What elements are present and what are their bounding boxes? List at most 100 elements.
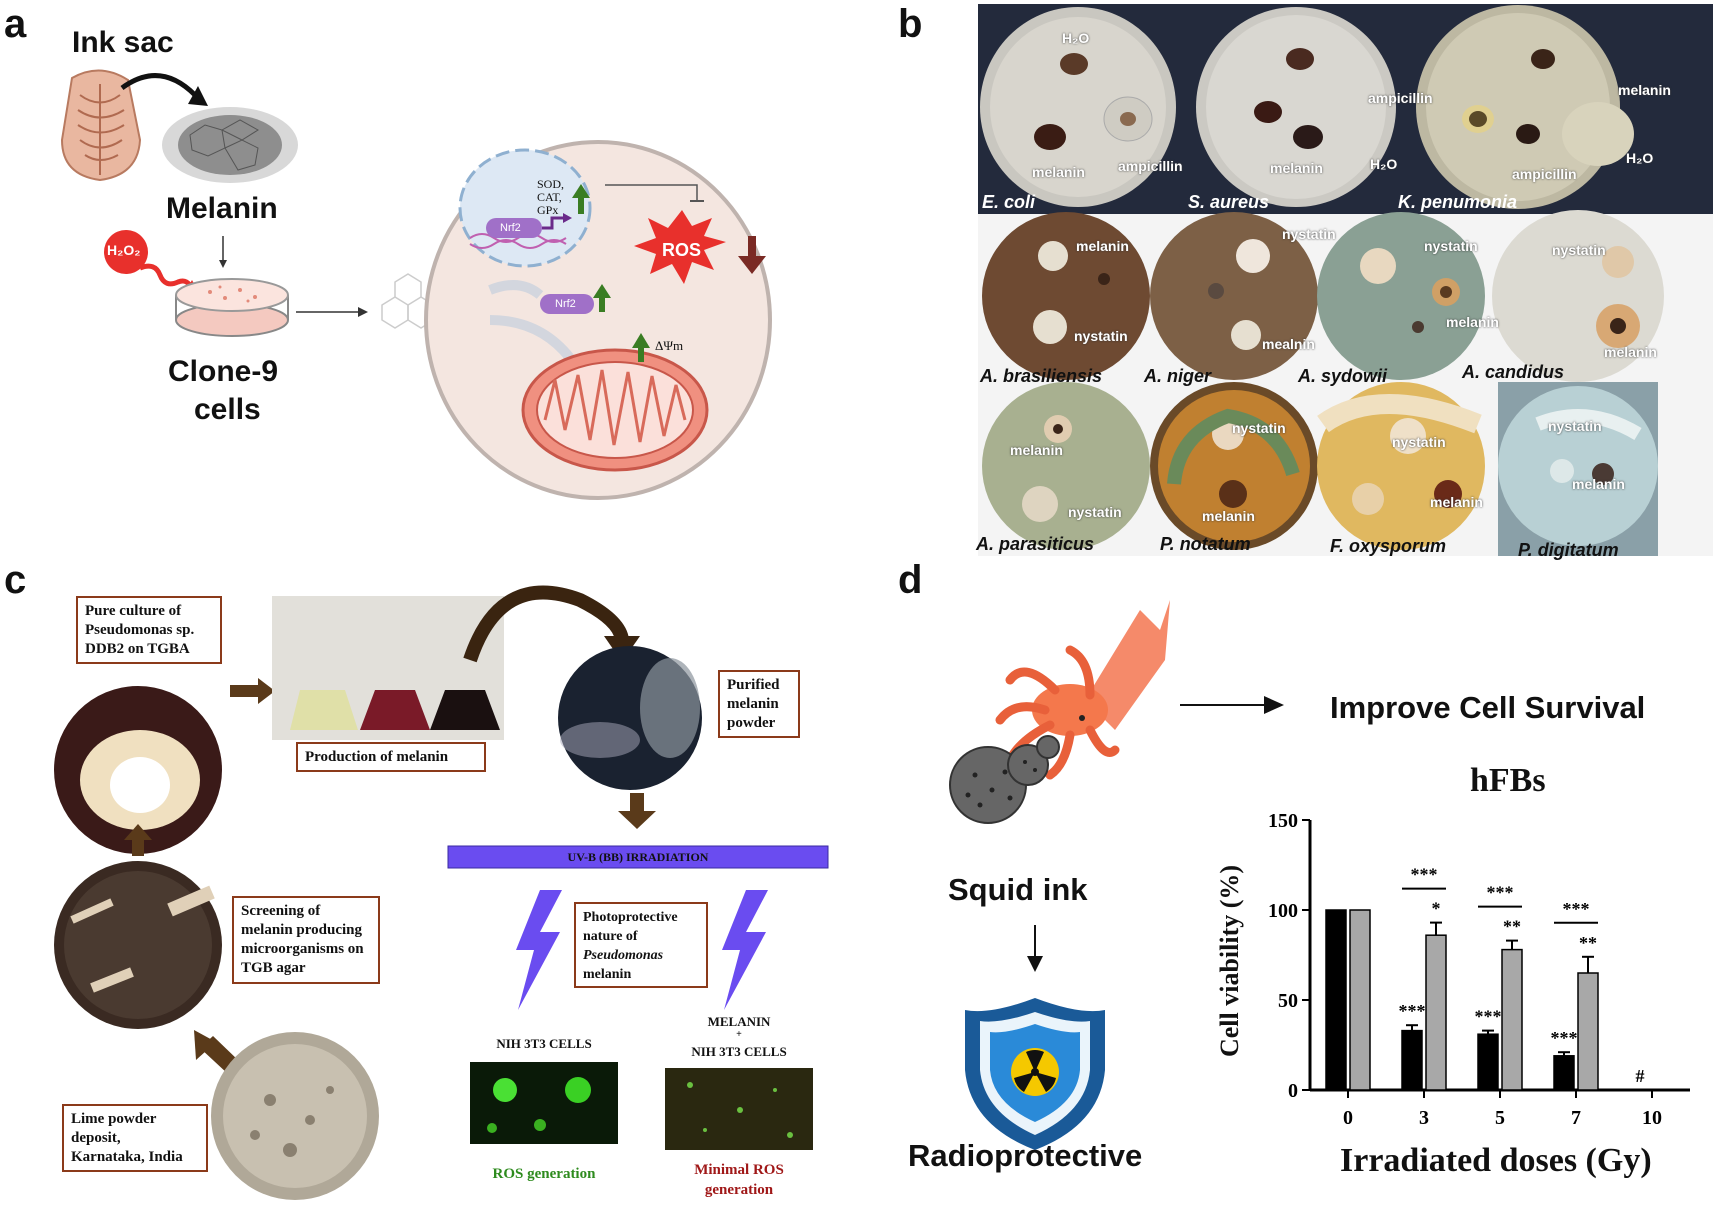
improve-arrow xyxy=(1180,696,1284,714)
pdig-nystatin-label: nystatin xyxy=(1548,418,1602,434)
sac-to-melanin-arrow xyxy=(120,73,197,97)
nih-right-label1: MELANIN xyxy=(707,1014,771,1029)
nrf2-cyto-pill xyxy=(540,294,594,314)
significance-label: *** xyxy=(1399,1001,1426,1021)
ros-star xyxy=(634,210,726,284)
lime-line3: Karnataka, India xyxy=(71,1149,183,1165)
saureus-ampicillin-label: ampicillin xyxy=(1368,90,1433,106)
lime-line1: Lime powder xyxy=(71,1111,157,1127)
panel-letter-d: d xyxy=(898,558,923,602)
h2o2-circle xyxy=(104,230,148,274)
significance-label: * xyxy=(1432,899,1441,919)
chart-xlabel: Irradiated doses (Gy) xyxy=(1340,1142,1652,1179)
plate-pnotatum xyxy=(1150,382,1318,550)
photoprotective-line2: nature of xyxy=(583,929,638,944)
ros-label: ROS xyxy=(662,240,702,260)
acan-name: A. candidus xyxy=(1462,362,1565,382)
photoprotective-line1: Photoprotective xyxy=(583,910,678,925)
pure-culture-line3: DDB2 on TGBA xyxy=(85,641,190,657)
lightning-left xyxy=(516,890,562,1010)
foxy-name: F. oxysporum xyxy=(1330,536,1447,556)
significance-label: ** xyxy=(1503,917,1521,937)
purified-line3: powder xyxy=(727,715,776,731)
pure-culture-line1: Pure culture of xyxy=(85,603,182,619)
plate-asydowii xyxy=(1317,212,1485,380)
apar-melanin-label: melanin xyxy=(1010,442,1063,458)
kpn-h2o-label: H₂O xyxy=(1626,150,1654,166)
foxy-melanin-label: melanin xyxy=(1430,494,1483,510)
uvb-label: UV-B (BB) IRRADIATION xyxy=(567,850,709,864)
foxy-nystatin-label: nystatin xyxy=(1392,434,1446,450)
ink-cloud xyxy=(949,735,1060,824)
aniger-name: A. niger xyxy=(1144,366,1212,386)
screening-box: Screening of melanin producing microorga… xyxy=(232,896,380,984)
saureus-h2o-label: H₂O xyxy=(1370,156,1398,172)
lime-line2: deposit, xyxy=(71,1130,121,1146)
ros-generation-label: ROS generation xyxy=(492,1166,596,1182)
h2o2-label: H₂O₂ xyxy=(107,242,141,258)
bar xyxy=(1553,1055,1575,1091)
aniger-nystatin-label: nystatin xyxy=(1282,226,1336,242)
photoprotective-box: Photoprotective nature of Pseudomonas me… xyxy=(574,902,708,988)
production-box: Production of melanin xyxy=(296,742,486,772)
panel-c-graphics xyxy=(54,585,829,1200)
x-tick-label: 3 xyxy=(1419,1107,1429,1129)
bar xyxy=(1425,934,1447,1091)
bracket-label: *** xyxy=(1487,883,1514,903)
panel-b-plates xyxy=(978,4,1713,556)
plate-abrasiliensis xyxy=(982,212,1150,380)
asyd-name: A. sydowii xyxy=(1298,366,1388,386)
ecoli-name: E. coli xyxy=(982,192,1036,212)
bar xyxy=(1477,1033,1499,1091)
screening-line4: TGB agar xyxy=(241,960,306,976)
pure-culture-line2: Pseudomonas sp. xyxy=(85,622,195,638)
y-tick-label: 150 xyxy=(1268,810,1298,832)
panel-letter-a: a xyxy=(4,2,27,46)
min-ros-label2: generation xyxy=(704,1182,774,1198)
nrf2-cyto-label: Nrf2 xyxy=(555,298,576,310)
pnot-nystatin-label: nystatin xyxy=(1232,420,1286,436)
radioprotective-label: Radioprotective xyxy=(908,1138,1143,1173)
screening-line3: microorganisms on xyxy=(241,941,364,957)
significance-label: *** xyxy=(1475,1007,1502,1027)
kpn-name: K. penumonia xyxy=(1398,192,1518,212)
nrf2-nucleus-label: Nrf2 xyxy=(500,222,521,234)
aniger-mealnin-label: mealnin xyxy=(1262,336,1315,352)
acan-nystatin-label: nystatin xyxy=(1552,242,1606,258)
x-tick-label: 7 xyxy=(1571,1107,1581,1129)
significance-label: *** xyxy=(1551,1028,1578,1048)
nih-left-label: NIH 3T3 CELLS xyxy=(496,1036,592,1051)
y-tick-label: 0 xyxy=(1288,1080,1298,1102)
bar xyxy=(1325,909,1347,1091)
panel-a-graphics xyxy=(60,69,772,500)
screening-line2: melanin producing xyxy=(241,922,363,938)
photoprotective-line3: Pseudomonas xyxy=(583,948,664,963)
photoprotective-line4: melanin xyxy=(583,967,632,982)
y-tick-label: 100 xyxy=(1268,900,1298,922)
lime-box: Lime powder deposit, Karnataka, India xyxy=(62,1104,208,1172)
cat-label: CAT, xyxy=(537,190,562,204)
abr-nystatin-label: nystatin xyxy=(1074,328,1128,344)
ink-sac-label: Ink sac xyxy=(72,26,174,59)
significance-label: ** xyxy=(1579,933,1597,953)
petri-dish xyxy=(175,278,289,337)
plate-pdigitatum xyxy=(1498,382,1658,556)
clone9-line1: Clone-9 xyxy=(168,355,279,388)
dpsi-label: ΔΨm xyxy=(655,338,684,353)
squid-illustration xyxy=(995,600,1170,780)
pnot-melanin-label: melanin xyxy=(1202,508,1255,524)
bar xyxy=(1577,972,1599,1091)
bar xyxy=(1349,909,1371,1091)
asyd-melanin-label: melanin xyxy=(1446,314,1499,330)
nih-right-plus: + xyxy=(736,1029,742,1040)
squid-sac-illustration xyxy=(60,69,142,182)
production-label: Production of melanin xyxy=(305,749,449,765)
screening-line1: Screening of xyxy=(241,903,321,919)
pdig-melanin-label: melanin xyxy=(1572,476,1625,492)
apar-nystatin-label: nystatin xyxy=(1068,504,1122,520)
plate-aniger xyxy=(1150,212,1318,380)
abr-melanin-label: melanin xyxy=(1076,238,1129,254)
x-tick-label: 0 xyxy=(1343,1107,1353,1129)
chart-title: hFBs xyxy=(1470,762,1546,799)
